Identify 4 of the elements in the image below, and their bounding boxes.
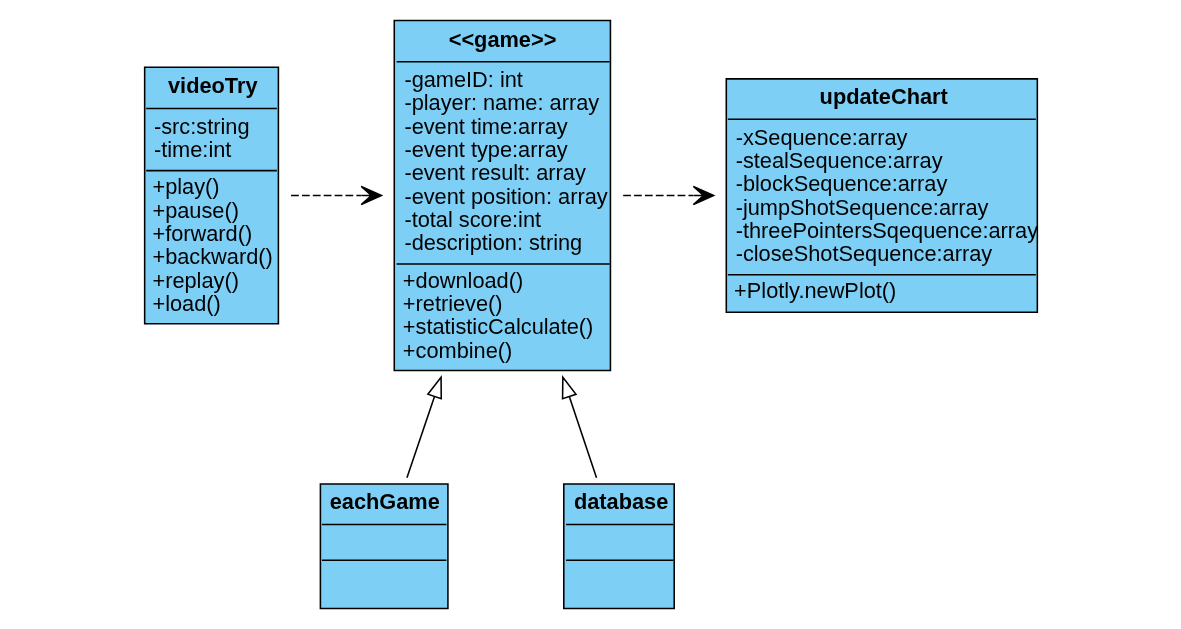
arrow — [561, 375, 597, 479]
arrow — [405, 375, 442, 479]
arrow — [621, 185, 714, 206]
arrow — [289, 185, 382, 206]
